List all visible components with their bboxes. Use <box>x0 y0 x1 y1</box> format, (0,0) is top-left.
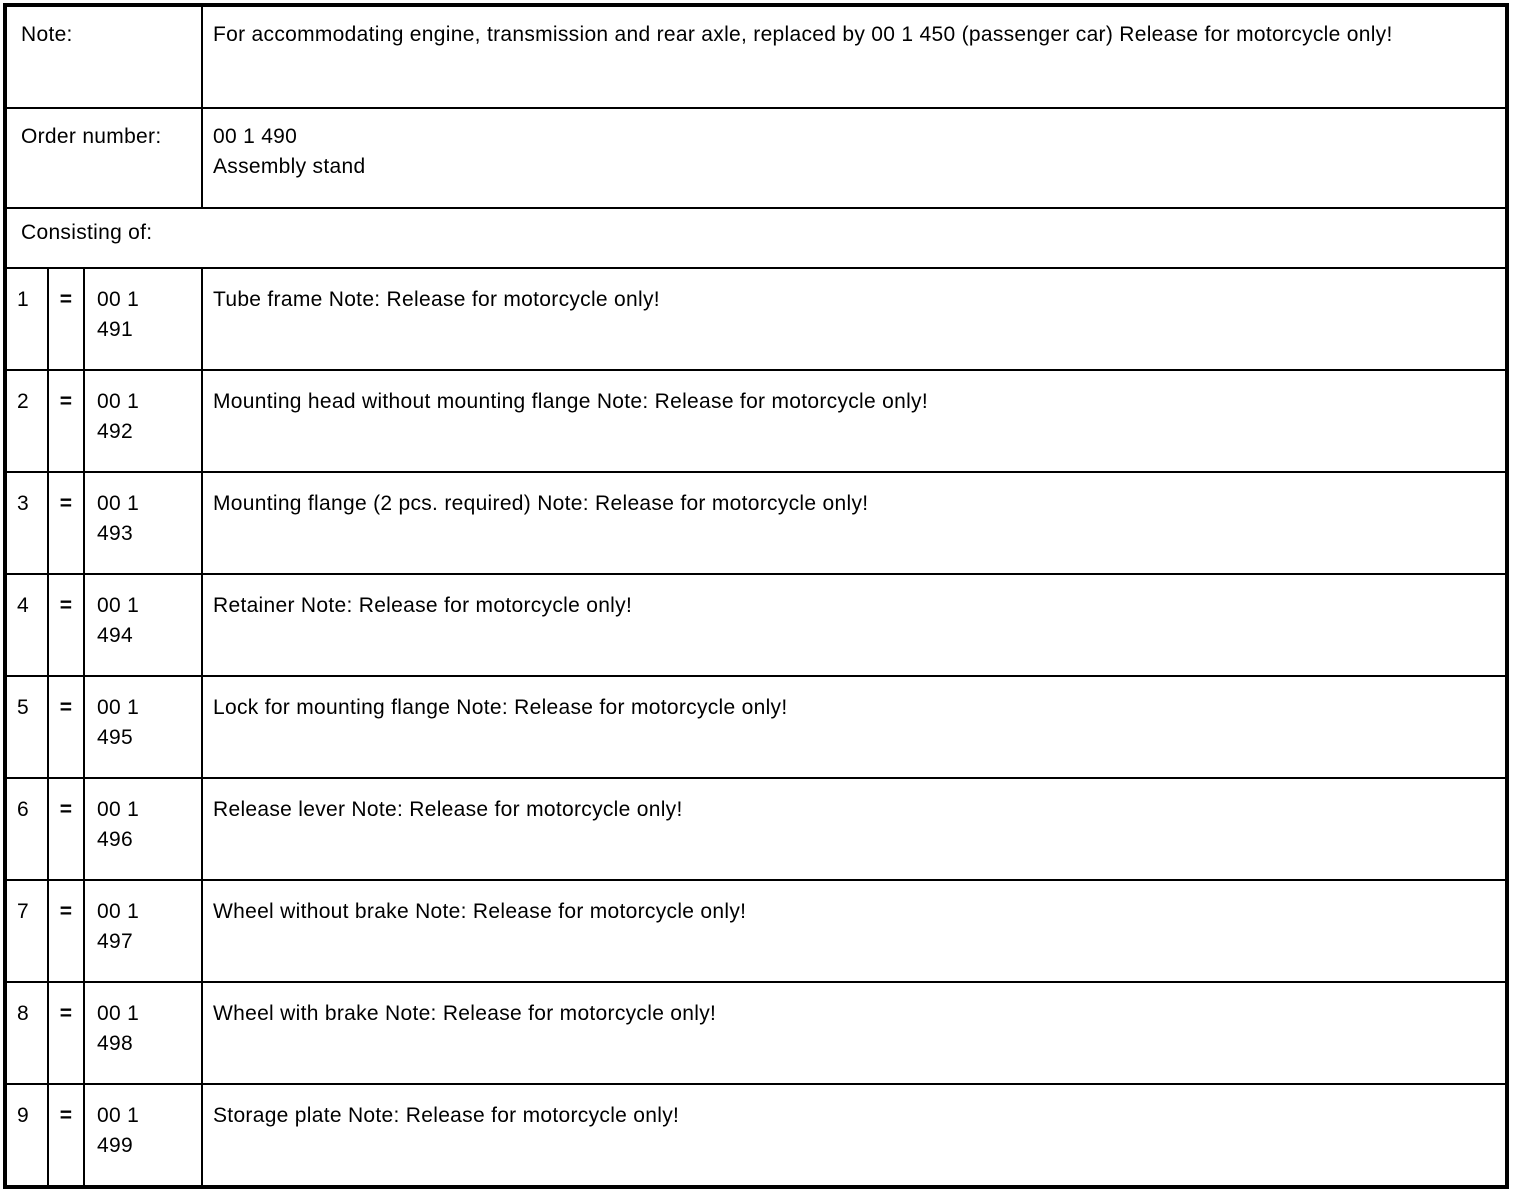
item-description: Mounting flange (2 pcs. required) Note: … <box>201 471 1508 575</box>
item-part-number-value: 00 1 493 <box>97 492 140 545</box>
equals-sign: = <box>47 573 85 677</box>
order-item-name: Assembly stand <box>213 155 366 178</box>
item-description: Retainer Note: Release for motorcycle on… <box>201 573 1508 677</box>
order-number-value: 00 1 490 <box>213 125 298 148</box>
note-text: For accommodating engine, transmission a… <box>201 4 1508 109</box>
item-part-number: 00 1 491 <box>83 267 203 371</box>
consisting-of-row: Consisting of: <box>4 207 1508 269</box>
item-position: 9 <box>4 1083 49 1188</box>
equals-sign: = <box>47 981 85 1085</box>
item-part-number: 00 1 493 <box>83 471 203 575</box>
item-position: 7 <box>4 879 49 983</box>
equals-sign: = <box>47 471 85 575</box>
item-part-number-value: 00 1 499 <box>97 1104 140 1157</box>
equals-sign: = <box>47 267 85 371</box>
item-part-number: 00 1 495 <box>83 675 203 779</box>
table-row: 9 = 00 1 499 Storage plate Note: Release… <box>4 1083 1508 1188</box>
item-part-number-value: 00 1 494 <box>97 594 140 647</box>
parts-table: Note: For accommodating engine, transmis… <box>3 3 1509 1189</box>
item-description: Mounting head without mounting flange No… <box>201 369 1508 473</box>
item-part-number-value: 00 1 491 <box>97 288 140 341</box>
equals-sign: = <box>47 675 85 779</box>
note-row: Note: For accommodating engine, transmis… <box>4 4 1508 109</box>
item-position: 3 <box>4 471 49 575</box>
equals-sign: = <box>47 879 85 983</box>
order-number-label: Order number: <box>4 107 203 209</box>
item-part-number-value: 00 1 496 <box>97 798 140 851</box>
item-position: 5 <box>4 675 49 779</box>
table-row: 7 = 00 1 497 Wheel without brake Note: R… <box>4 879 1508 983</box>
item-description: Wheel without brake Note: Release for mo… <box>201 879 1508 983</box>
equals-sign: = <box>47 777 85 881</box>
item-description: Release lever Note: Release for motorcyc… <box>201 777 1508 881</box>
table-row: 8 = 00 1 498 Wheel with brake Note: Rele… <box>4 981 1508 1085</box>
item-description: Storage plate Note: Release for motorcyc… <box>201 1083 1508 1188</box>
item-part-number-value: 00 1 498 <box>97 1002 140 1055</box>
equals-sign: = <box>47 1083 85 1188</box>
item-part-number-value: 00 1 492 <box>97 390 140 443</box>
item-part-number: 00 1 499 <box>83 1083 203 1188</box>
item-position: 6 <box>4 777 49 881</box>
item-part-number: 00 1 494 <box>83 573 203 677</box>
order-number-row: Order number: 00 1 490 Assembly stand <box>4 107 1508 209</box>
item-description: Lock for mounting flange Note: Release f… <box>201 675 1508 779</box>
item-part-number: 00 1 497 <box>83 879 203 983</box>
item-part-number-value: 00 1 495 <box>97 696 140 749</box>
item-part-number: 00 1 496 <box>83 777 203 881</box>
item-position: 2 <box>4 369 49 473</box>
item-position: 4 <box>4 573 49 677</box>
item-position: 8 <box>4 981 49 1085</box>
table-row: 5 = 00 1 495 Lock for mounting flange No… <box>4 675 1508 779</box>
note-label: Note: <box>4 4 203 109</box>
equals-sign: = <box>47 369 85 473</box>
order-number-cell: 00 1 490 Assembly stand <box>201 107 1508 209</box>
table-row: 1 = 00 1 491 Tube frame Note: Release fo… <box>4 267 1508 371</box>
item-position: 1 <box>4 267 49 371</box>
item-description: Tube frame Note: Release for motorcycle … <box>201 267 1508 371</box>
consisting-of-label: Consisting of: <box>4 207 1508 269</box>
table-row: 6 = 00 1 496 Release lever Note: Release… <box>4 777 1508 881</box>
item-part-number-value: 00 1 497 <box>97 900 140 953</box>
table-row: 2 = 00 1 492 Mounting head without mount… <box>4 369 1508 473</box>
parts-table-body: Note: For accommodating engine, transmis… <box>4 4 1508 1188</box>
table-row: 4 = 00 1 494 Retainer Note: Release for … <box>4 573 1508 677</box>
item-part-number: 00 1 492 <box>83 369 203 473</box>
item-part-number: 00 1 498 <box>83 981 203 1085</box>
item-description: Wheel with brake Note: Release for motor… <box>201 981 1508 1085</box>
table-row: 3 = 00 1 493 Mounting flange (2 pcs. req… <box>4 471 1508 575</box>
